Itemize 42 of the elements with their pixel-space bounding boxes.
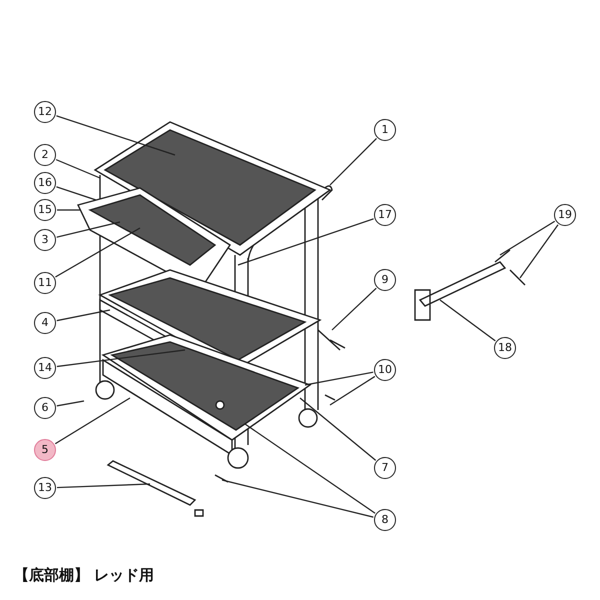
callout-number: 12 <box>34 101 56 123</box>
leader-line <box>500 220 556 256</box>
leader-line <box>332 288 377 330</box>
leader-line <box>56 400 84 406</box>
callout-number: 3 <box>34 229 56 251</box>
callout-number: 10 <box>374 359 396 381</box>
callout-number: 13 <box>34 477 56 499</box>
leader-line <box>56 221 120 238</box>
caption: 【底部棚】 レッド用 <box>14 566 154 585</box>
leader-line <box>300 398 376 461</box>
callout-number: 8 <box>374 509 396 531</box>
leader-line <box>57 209 80 211</box>
callout-number: 16 <box>34 172 56 194</box>
callout-number: 7 <box>374 457 396 479</box>
callout-number: 19 <box>554 204 576 226</box>
leader-line <box>56 349 186 368</box>
callout-number: 18 <box>494 337 516 359</box>
leader-line <box>330 376 376 406</box>
leader-line <box>56 483 150 488</box>
leader-line <box>330 138 377 186</box>
leader-line <box>244 424 376 514</box>
callout-number: 2 <box>34 144 56 166</box>
leader-line <box>520 224 559 278</box>
leader-line <box>56 159 100 179</box>
leader-line <box>238 218 374 266</box>
callout-number: 1 <box>374 119 396 141</box>
leader-line <box>55 227 140 278</box>
callout-number: 4 <box>34 312 56 334</box>
leader-line <box>56 115 176 156</box>
leader-line <box>54 397 130 444</box>
callout-number: 6 <box>34 397 56 419</box>
callout-number: 17 <box>374 204 396 226</box>
callout-number: 14 <box>34 357 56 379</box>
callout-number: 5 <box>34 439 56 461</box>
leader-line <box>56 186 96 201</box>
callout-number: 9 <box>374 269 396 291</box>
callout-number: 15 <box>34 199 56 221</box>
leader-line <box>56 309 110 322</box>
callout-number: 11 <box>34 272 56 294</box>
leader-line <box>440 300 496 342</box>
leader-line <box>304 372 374 386</box>
leader-line <box>222 479 374 518</box>
